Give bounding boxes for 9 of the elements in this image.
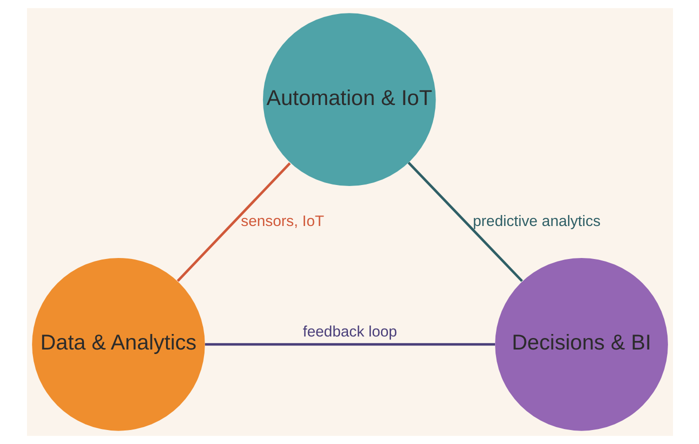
edge-label: predictive analytics: [472, 212, 600, 230]
connector: [407, 162, 522, 282]
edge-label: sensors, IoT: [240, 212, 324, 230]
connector: [176, 162, 290, 282]
node-circle: Decisions & BI: [494, 258, 668, 431]
edge-label: feedback loop: [302, 323, 397, 340]
node-circle: Data & Analytics: [32, 258, 204, 431]
node-circle: Automation & IoT: [262, 13, 436, 186]
connector: [204, 343, 494, 346]
